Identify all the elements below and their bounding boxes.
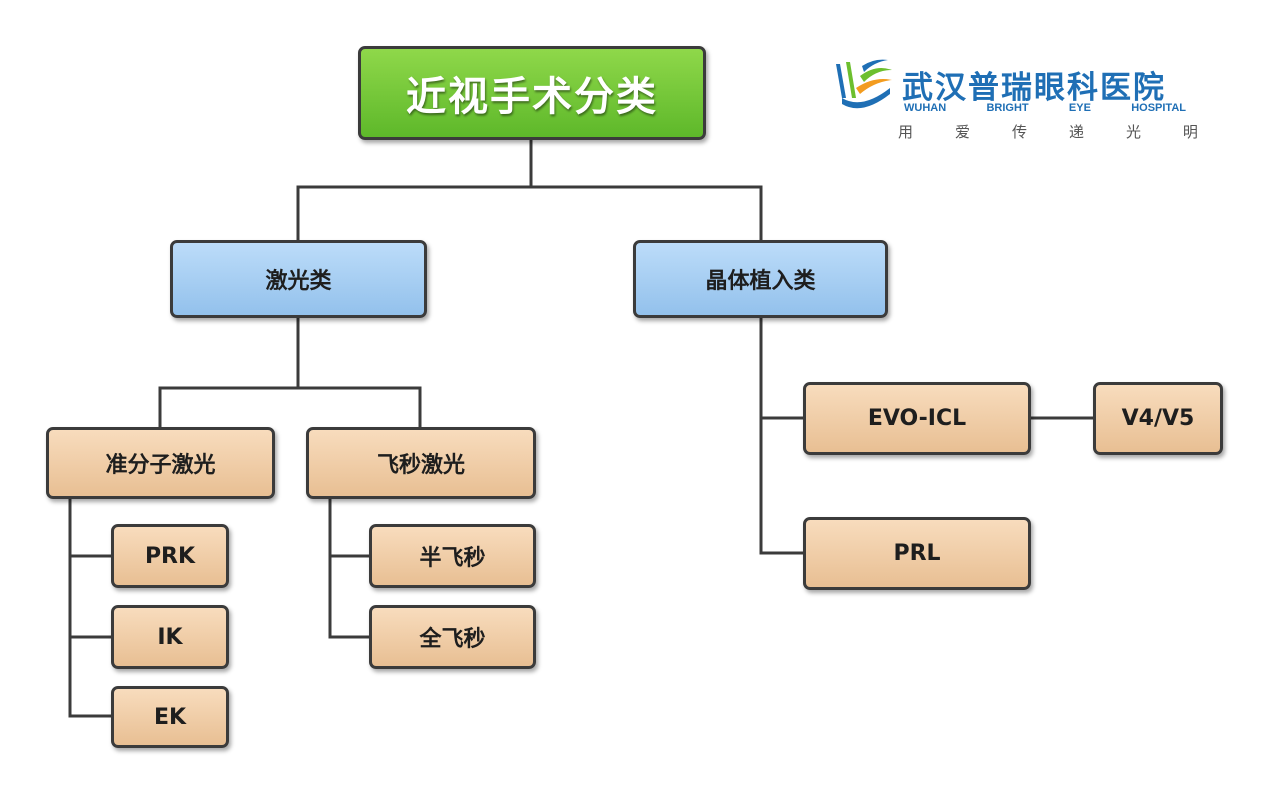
excimer-laser-node: 准分子激光 [46,427,275,499]
implant-category-label: 晶体植入类 [705,269,816,294]
excimer-laser-label: 准分子激光 [105,453,216,478]
laser-category-node: 激光类 [170,240,427,318]
femto-laser-label: 飞秒激光 [376,453,465,478]
semi-femto-label: 半飞秒 [419,546,486,571]
slogan-char: 递 [1068,123,1084,141]
prk-label: PRK [144,543,196,569]
hospital-name-cn: 武汉普瑞眼科医院 [902,70,1166,106]
hospital-name-en-word: EYE [1068,102,1091,114]
hospital-name-en-word: BRIGHT [986,102,1029,114]
versions-node: V4/V5 [1093,382,1223,455]
hospital-slogan: 用 爱 传 递 光 明 [898,121,1198,142]
ik-label: IK [157,624,183,650]
root-label: 近视手术分类 [406,74,658,120]
prl-node: PRL [803,517,1031,590]
hospital-name-en: WUHAN BRIGHT EYE HOSPITAL [904,102,1186,114]
hospital-name-en-word: HOSPITAL [1131,102,1186,114]
femto-laser-node: 飞秒激光 [306,427,536,499]
prk-node: PRK [111,524,229,588]
evo-icl-label: EVO-ICL [867,406,967,431]
slogan-char: 光 [1125,123,1141,141]
laser-category-label: 激光类 [265,269,332,294]
ek-node: EK [111,686,229,748]
semi-femto-node: 半飞秒 [369,524,536,588]
ek-label: EK [153,704,187,730]
slogan-char: 传 [1011,123,1027,141]
ik-node: IK [111,605,229,669]
slogan-char: 用 [898,123,914,141]
slogan-char: 爱 [954,123,970,141]
implant-category-node: 晶体植入类 [633,240,888,318]
full-femto-node: 全飞秒 [369,605,536,669]
hospital-name-en-word: WUHAN [904,102,947,114]
prl-label: PRL [893,541,941,566]
root-node: 近视手术分类 [358,46,706,140]
versions-label: V4/V5 [1121,406,1195,431]
hospital-logo: 武汉普瑞眼科医院 WUHAN BRIGHT EYE HOSPITAL 用 爱 传… [832,58,1212,148]
full-femto-label: 全飞秒 [419,627,486,652]
hospital-logo-icon [836,59,892,109]
evo-icl-node: EVO-ICL [803,382,1031,455]
slogan-char: 明 [1182,123,1198,141]
